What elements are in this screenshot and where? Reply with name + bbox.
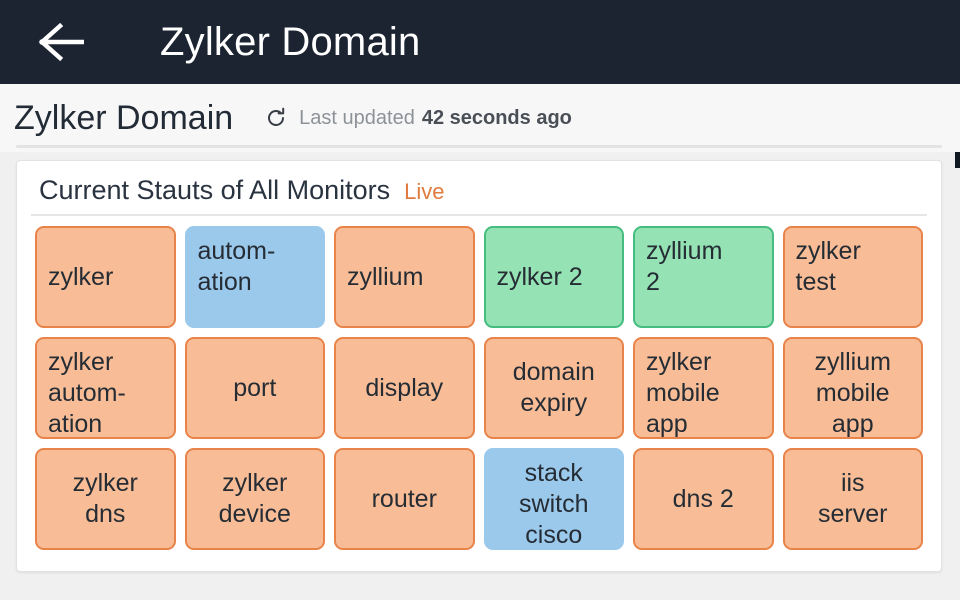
app-bar-title: Zylker Domain — [160, 19, 421, 64]
monitor-tile-label: dns 2 — [672, 484, 734, 513]
monitors-card: Current Stauts of All Monitors Live zylk… — [16, 160, 942, 572]
monitor-tile[interactable]: zyllium — [334, 226, 475, 328]
monitor-tile-label: autom-ation — [197, 237, 276, 296]
monitor-tile[interactable]: zylker 2 — [483, 226, 624, 328]
monitor-tile-label: zyllium — [347, 262, 424, 291]
arrow-left-icon — [38, 22, 84, 62]
app-bar: Zylker Domain — [0, 0, 960, 84]
monitor-tile[interactable]: display — [334, 337, 475, 439]
monitor-tile[interactable]: dns 2 — [633, 448, 774, 550]
monitor-tile[interactable]: autom-ation — [184, 226, 325, 328]
card-title: Current Stauts of All Monitors — [39, 175, 391, 205]
page-title: Zylker Domain — [14, 98, 234, 137]
monitor-tile-label: zylker 2 — [496, 262, 583, 291]
monitor-tile-label: display — [365, 373, 444, 402]
monitor-tile[interactable]: port — [184, 337, 325, 439]
card-header: Current Stauts of All Monitors Live — [31, 171, 927, 216]
monitor-tile-label: port — [233, 373, 277, 402]
page-body: Current Stauts of All Monitors Live zylk… — [0, 152, 960, 600]
last-updated-group: Last updated 42 seconds ago — [265, 107, 572, 130]
refresh-icon[interactable] — [265, 107, 287, 129]
monitor-tile[interactable]: router — [334, 448, 475, 550]
monitor-tile-label: zylker — [48, 262, 114, 291]
monitor-tile-label: router — [371, 484, 437, 513]
monitor-tile[interactable]: zylker — [35, 226, 176, 328]
last-updated-value: 42 seconds ago — [421, 106, 572, 129]
right-edge-artifact — [955, 152, 960, 168]
last-updated-label: Last updated — [299, 106, 415, 129]
live-badge: Live — [404, 179, 445, 204]
sub-header: Zylker Domain Last updated 42 seconds ag… — [0, 84, 960, 152]
back-button[interactable] — [34, 15, 88, 69]
